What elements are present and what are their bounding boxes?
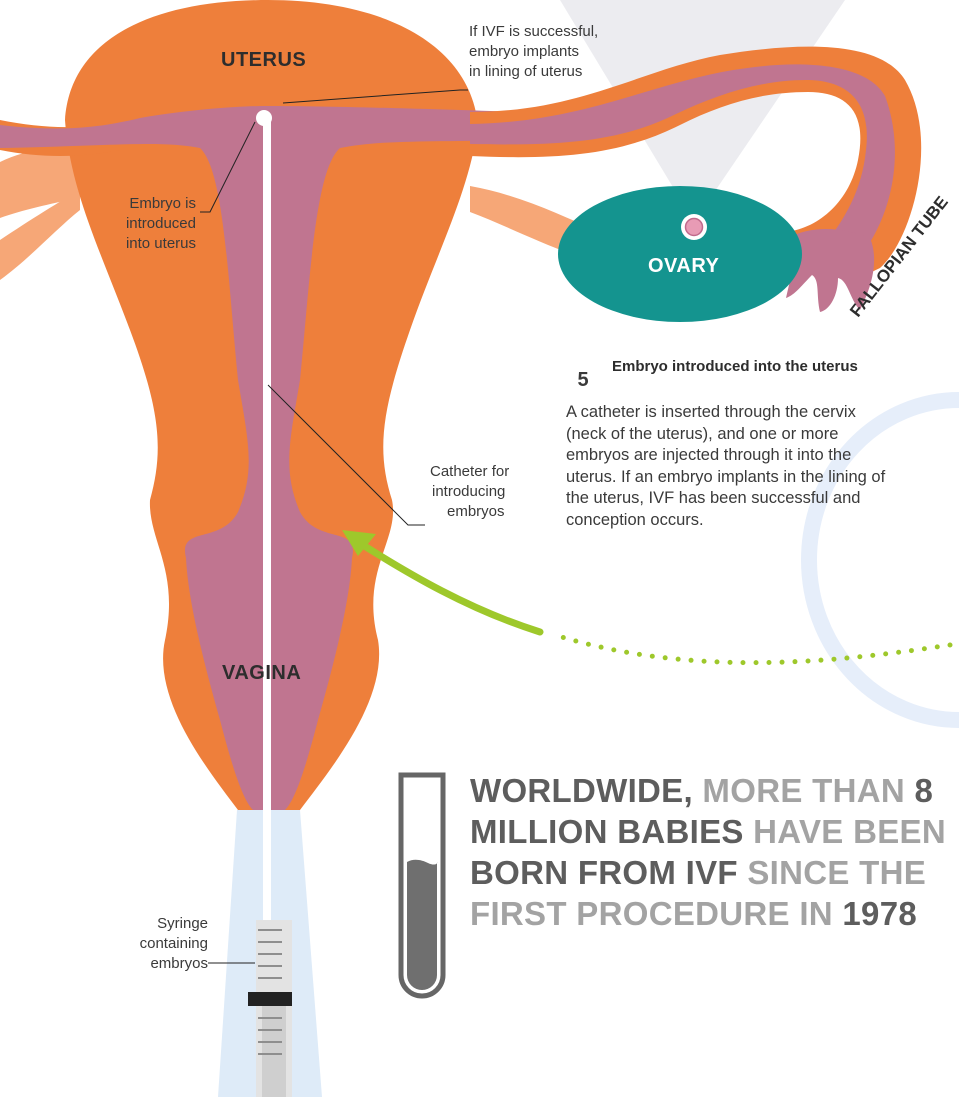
- embryo-annotation-line2: introduced: [88, 214, 196, 234]
- embryo-annotation-line1: Embryo is: [88, 194, 196, 214]
- syringe-annotation: Syringe containing embryos: [90, 914, 208, 974]
- arrow-shaft: [355, 540, 540, 632]
- syringe-annotation-line1: Syringe: [90, 914, 208, 934]
- fact-part-7: 1978: [842, 895, 917, 932]
- embryo-annotation: Embryo is introduced into uterus: [88, 194, 196, 254]
- syringe-plunger: [262, 1006, 286, 1097]
- step-title: Embryo introduced into the uterus: [612, 358, 882, 376]
- syringe-plunger-seal: [248, 992, 292, 1006]
- test-tube-fluid-icon: [407, 860, 437, 990]
- syringe-annotation-line3: embryos: [90, 954, 208, 974]
- fact-part-4: HAVE BEEN: [744, 813, 946, 850]
- fact-part-1: WORLDWIDE,: [470, 772, 693, 809]
- catheter-annotation-line1: Catheter for: [430, 462, 540, 482]
- implant-annotation-line3: in lining of uterus: [469, 62, 639, 82]
- implant-annotation-line1: If IVF is successful,: [469, 22, 639, 42]
- egg-icon: [686, 219, 703, 236]
- ovary-label: OVARY: [648, 255, 719, 278]
- fact-part-2: MORE THAN: [693, 772, 914, 809]
- vagina-label: VAGINA: [222, 662, 301, 685]
- uterus-label: UTERUS: [221, 49, 306, 72]
- step-description: A catheter is inserted through the cervi…: [566, 402, 886, 531]
- implant-annotation: If IVF is successful, embryo implants in…: [469, 22, 639, 82]
- catheter-annotation: Catheter for introducing embryos: [430, 462, 540, 522]
- embryo-annotation-line3: into uterus: [88, 234, 196, 254]
- fact-part-5: BORN FROM IVF: [470, 854, 738, 891]
- catheter-annotation-line3: embryos: [430, 502, 540, 522]
- catheter-annotation-line2: introducing: [430, 482, 540, 502]
- step-number-badge: 5: [566, 363, 600, 397]
- ovary: [558, 186, 802, 322]
- implant-annotation-line2: embryo implants: [469, 42, 639, 62]
- arrow-trail: [555, 635, 950, 663]
- syringe-annotation-line2: containing: [90, 934, 208, 954]
- ivf-fact-callout: WORLDWIDE, MORE THAN 8 MILLION BABIES HA…: [470, 770, 950, 934]
- embryo-dot: [256, 110, 272, 126]
